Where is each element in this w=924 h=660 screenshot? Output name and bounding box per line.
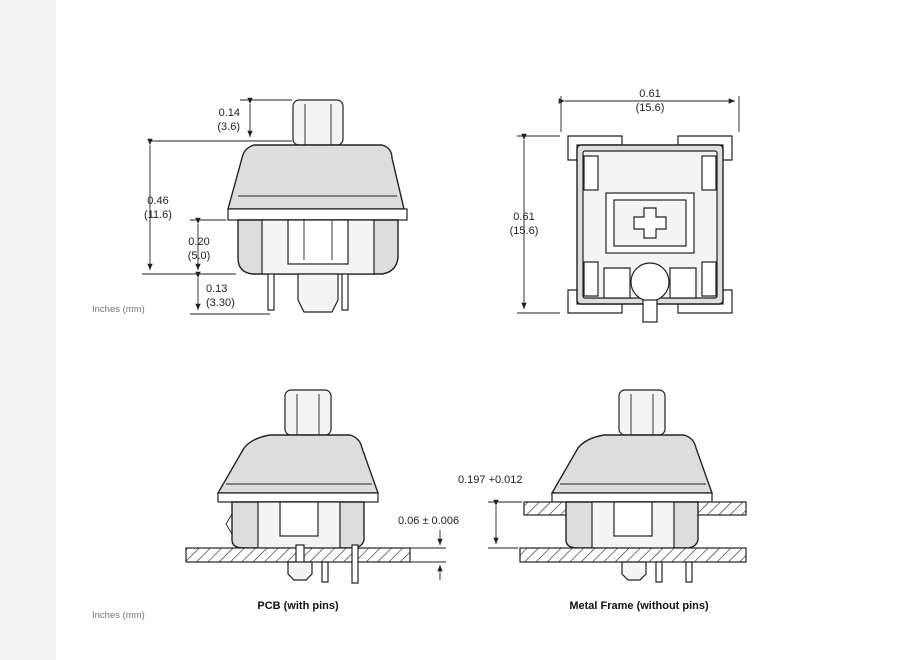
dim-width-in: 0.61 xyxy=(639,88,660,100)
top-view: 0.61 (15.6) 0.61 (15.6) xyxy=(510,88,740,323)
dim-lower-in: 0.20 xyxy=(188,236,209,248)
dim-lower-mm: (5.0) xyxy=(188,250,211,262)
side-pin-right xyxy=(341,273,349,311)
dim-plate-label: 0.197 +0.012 xyxy=(458,474,523,486)
left-margin-bar xyxy=(0,0,56,660)
dim-gap xyxy=(410,530,446,580)
dim-height-in: 0.46 xyxy=(147,195,168,207)
dim-width-mm: (15.6) xyxy=(636,102,665,114)
dim-height xyxy=(142,138,236,275)
metal-plate-left xyxy=(523,501,571,516)
units-label-top: Inches (mm) xyxy=(92,304,145,315)
dim-depth-mm: (15.6) xyxy=(510,225,539,237)
dim-stem-in: 0.14 xyxy=(219,107,240,119)
side-stem xyxy=(292,99,344,146)
caption-frame: Metal Frame (without pins) xyxy=(569,600,709,612)
metal-plate-right xyxy=(691,501,747,516)
dim-width xyxy=(558,96,740,132)
side-flange xyxy=(227,208,408,221)
side-center-post xyxy=(297,273,339,313)
dim-pin-in: 0.13 xyxy=(206,283,227,295)
pcb-view: 0.06 ± 0.006 PCB (with pins) Inches (mm) xyxy=(92,389,459,621)
dim-depth xyxy=(517,133,560,314)
dim-height-mm: (11.6) xyxy=(144,209,172,221)
dim-depth-in: 0.61 xyxy=(513,211,534,223)
dim-lower xyxy=(190,217,226,270)
side-housing-top xyxy=(227,144,405,210)
side-pin-left xyxy=(267,273,275,311)
side-view: 0.14 (3.6) 0.46 (11.6) 0.20 (5.0) 0.13 xyxy=(92,97,408,315)
dim-pin-mm: (3.30) xyxy=(206,297,235,309)
dim-stem-mm: (3.6) xyxy=(217,121,240,133)
units-label-bottom: Inches (mm) xyxy=(92,610,145,621)
top-cross-stem xyxy=(605,192,695,254)
dim-pin xyxy=(190,271,270,315)
top-led-hole xyxy=(630,262,670,302)
frame-view: 0.197 +0.012 Metal Frame (without pins) xyxy=(458,389,747,612)
dim-plate xyxy=(488,499,522,549)
dim-gap-label: 0.06 ± 0.006 xyxy=(398,515,459,527)
frame-pcb-board xyxy=(519,547,747,563)
caption-pcb: PCB (with pins) xyxy=(257,600,339,612)
dim-stem xyxy=(150,97,292,142)
